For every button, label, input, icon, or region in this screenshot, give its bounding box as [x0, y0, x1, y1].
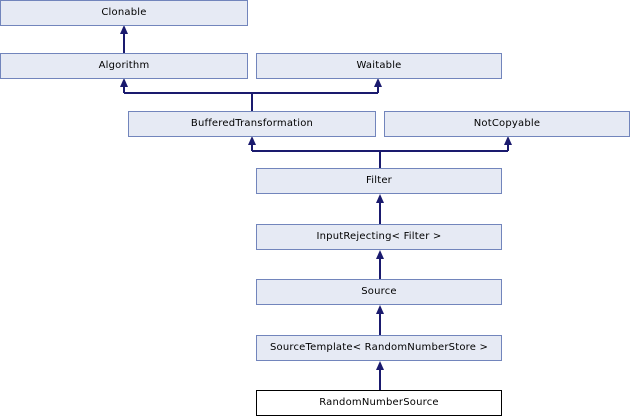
node-randomnumbersource[interactable]: RandomNumberSource [256, 390, 502, 416]
node-inputrejecting[interactable]: InputRejecting< Filter > [256, 224, 502, 250]
node-sourcetemplate[interactable]: SourceTemplate< RandomNumberStore > [256, 335, 502, 361]
node-notcopyable[interactable]: NotCopyable [384, 111, 630, 137]
node-filter[interactable]: Filter [256, 168, 502, 194]
node-algorithm[interactable]: Algorithm [0, 53, 248, 79]
node-inputrejecting-label: InputRejecting< Filter > [316, 231, 442, 242]
node-bufferedtransformation-label: BufferedTransformation [190, 118, 314, 129]
node-notcopyable-label: NotCopyable [473, 118, 541, 129]
edge-source-to-inputrejecting [376, 250, 384, 279]
node-clonable-label: Clonable [101, 7, 147, 18]
edge-filter-to-bufferedtransformation [248, 136, 508, 168]
edge-inputrejecting-to-filter [376, 194, 384, 224]
node-randomnumbersource-label: RandomNumberSource [319, 397, 439, 408]
edge-sourcetemplate-to-source [376, 305, 384, 335]
edge-bufferedtransformation-to-waitable [374, 78, 382, 93]
node-filter-label: Filter [366, 175, 392, 186]
edge-filter-to-notcopyable [504, 136, 512, 151]
node-source-label: Source [361, 286, 397, 297]
node-source[interactable]: Source [256, 279, 502, 305]
edge-algorithm-to-clonable [120, 25, 128, 53]
node-algorithm-label: Algorithm [98, 60, 150, 71]
node-waitable-label: Waitable [356, 60, 402, 71]
edge-bufferedtransformation-to-algorithm [120, 78, 378, 111]
node-sourcetemplate-label: SourceTemplate< RandomNumberStore > [269, 342, 489, 353]
edge-randomnumbersource-to-sourcetemplate [376, 361, 384, 390]
node-clonable[interactable]: Clonable [0, 0, 248, 26]
node-bufferedtransformation[interactable]: BufferedTransformation [128, 111, 376, 137]
node-waitable[interactable]: Waitable [256, 53, 502, 79]
